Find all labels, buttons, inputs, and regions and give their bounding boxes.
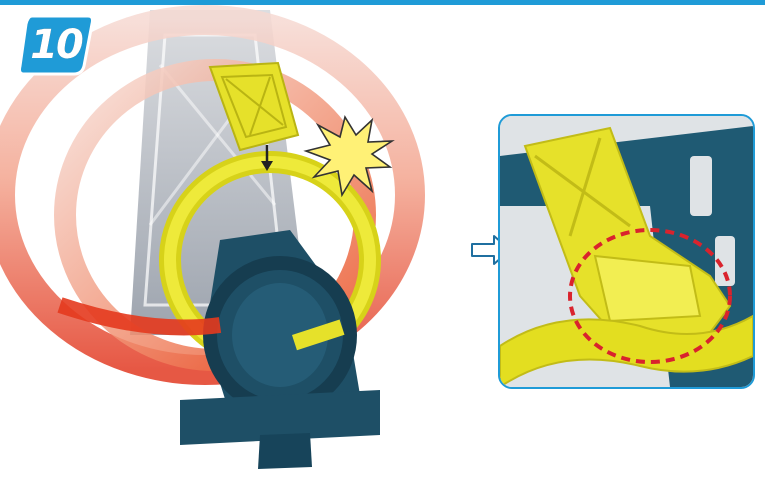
inset-closeup-panel <box>498 114 755 389</box>
step-number: 10 <box>18 14 94 76</box>
inset-closeup-illustration <box>500 116 753 387</box>
